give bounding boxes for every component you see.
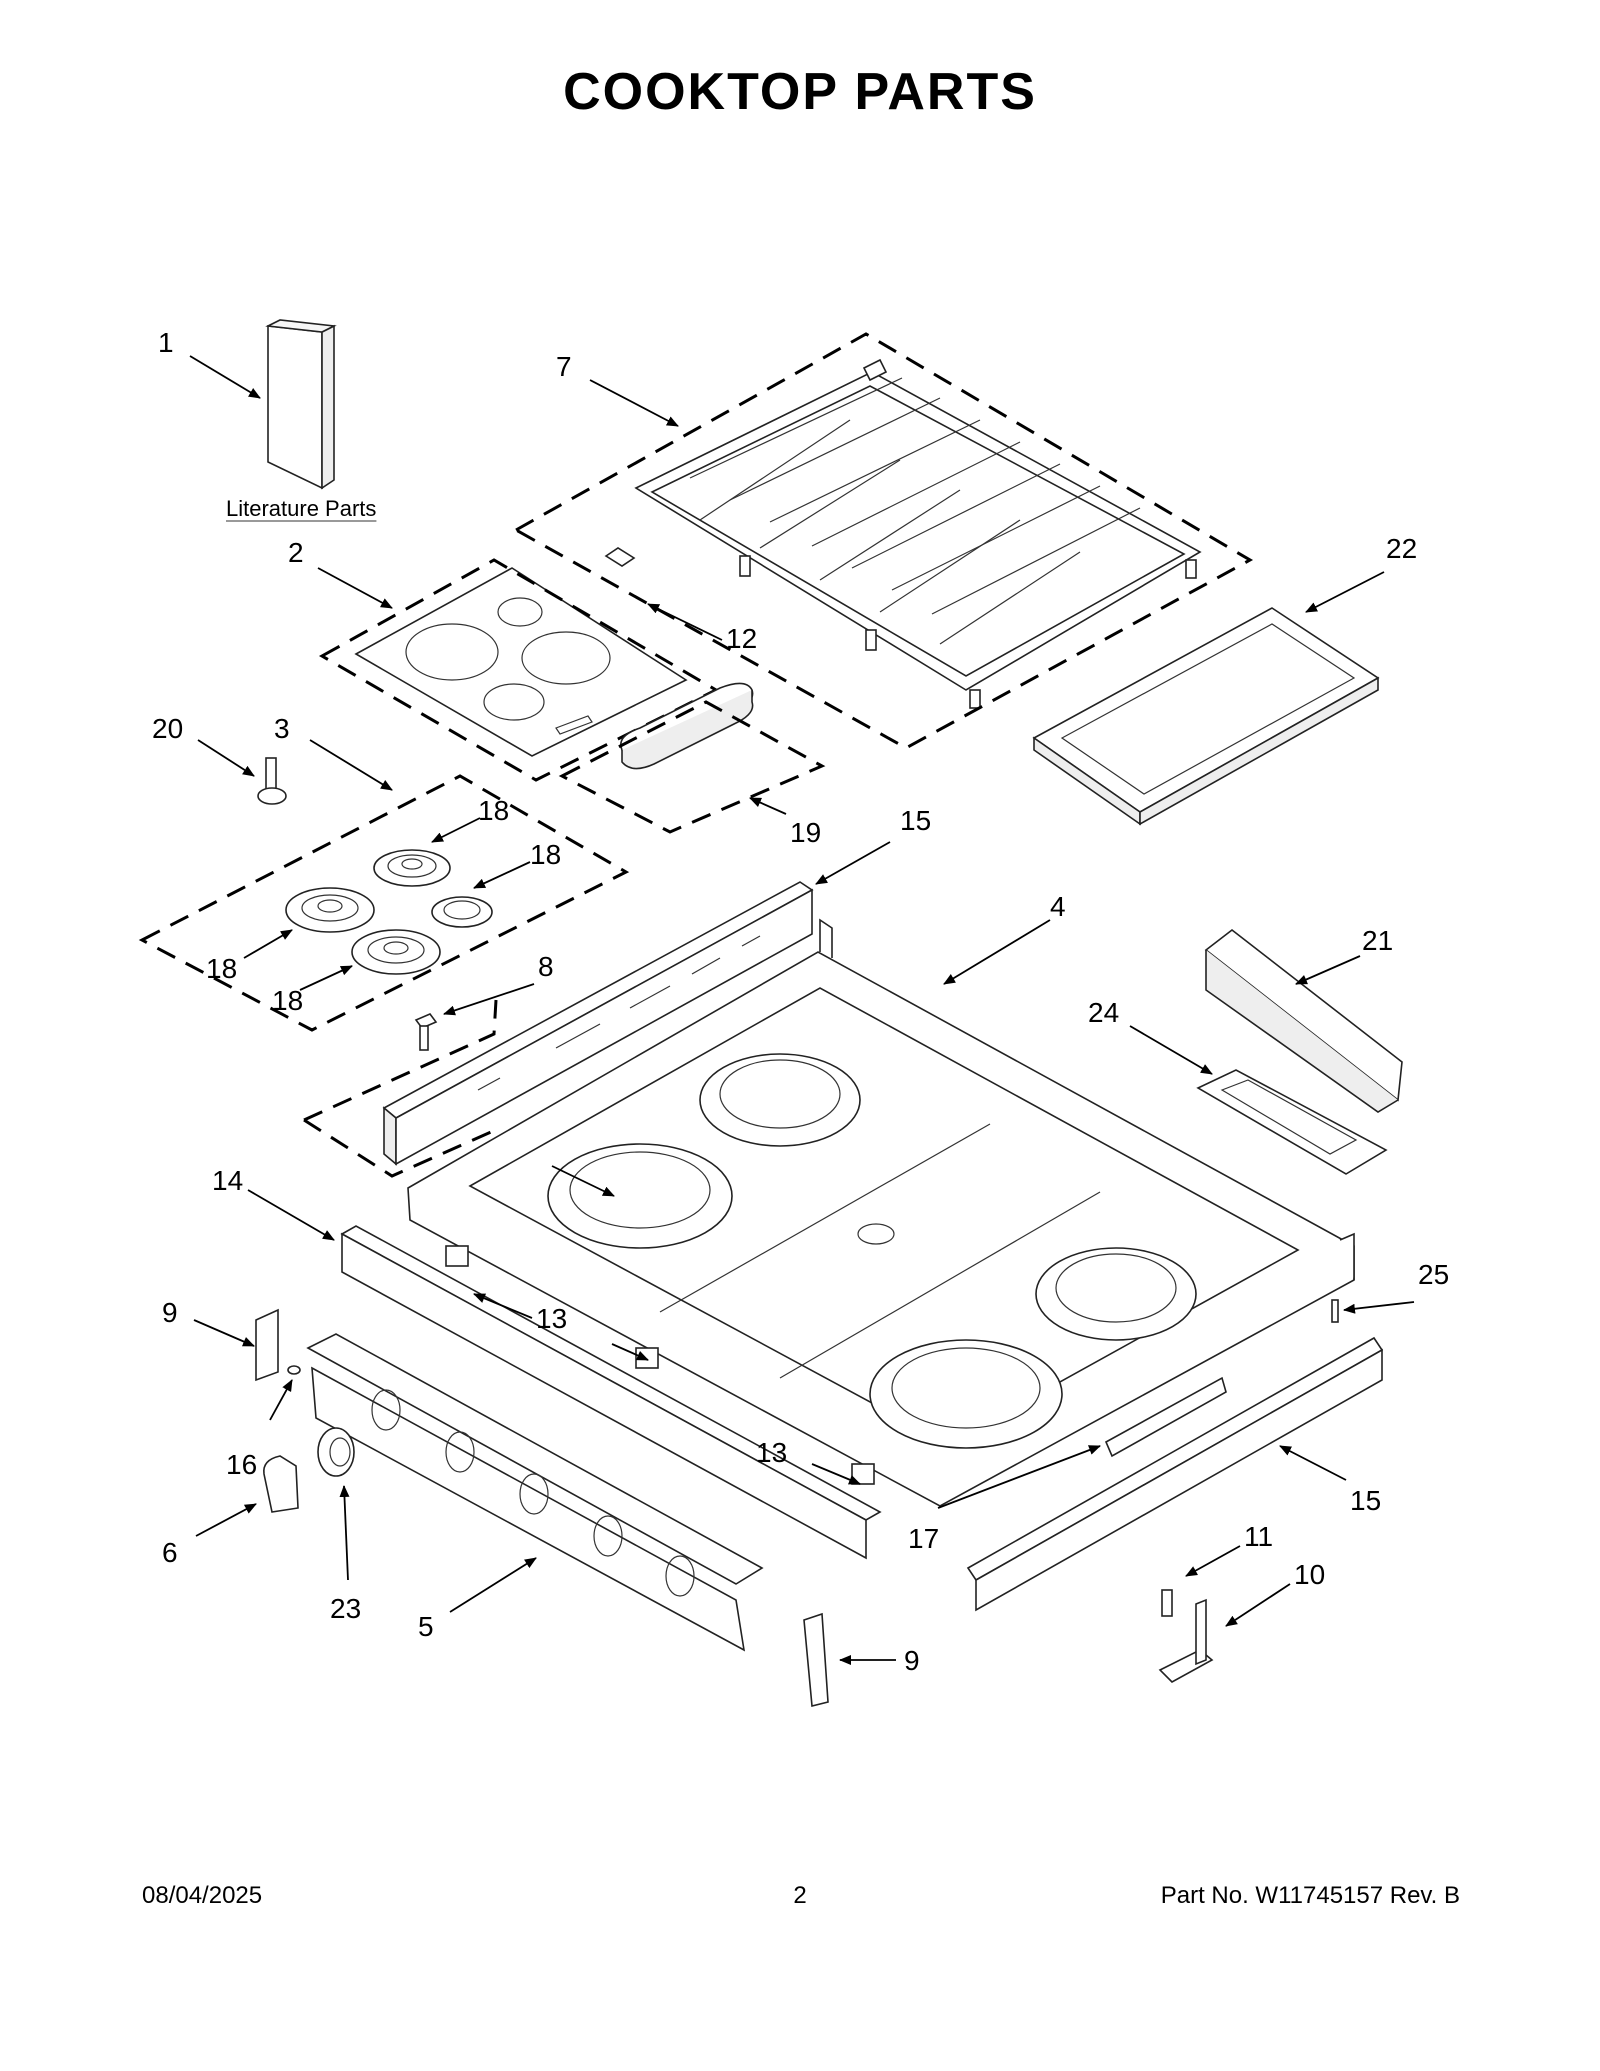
part-griddle-tray	[1196, 1069, 1388, 1175]
part-knob	[263, 1455, 299, 1513]
part-screw-11	[1161, 1589, 1173, 1617]
dash-group-3	[138, 774, 630, 1032]
part-literature-booklet	[265, 319, 337, 490]
part-clip-9a	[255, 1308, 279, 1382]
page-title: COOKTOP PARTS	[563, 63, 1037, 121]
callout-11: 11	[1244, 1521, 1273, 1552]
part-bracket-10	[1158, 1598, 1214, 1683]
part-side-trim-right	[966, 1336, 1384, 1612]
callout-23: 23	[330, 1593, 361, 1624]
part-screw-25	[1331, 1299, 1339, 1323]
callout-9b: 9	[904, 1645, 920, 1676]
callout-18d: 18	[272, 985, 303, 1016]
part-clip-9b	[803, 1612, 829, 1708]
dash-group-15	[303, 999, 501, 1178]
callout-9a: 9	[162, 1297, 178, 1328]
part-cooktop-glass	[354, 567, 688, 757]
callout-20: 20	[152, 713, 183, 744]
callout-14: 14	[212, 1165, 243, 1196]
part-rail	[1104, 1376, 1227, 1458]
callout-13b: 13	[756, 1437, 787, 1468]
part-griddle	[1032, 607, 1380, 826]
callout-labels: 1 7 2 12 22 20 3 19 15 18 18 18 18 8 4 2…	[152, 327, 1449, 1676]
callout-18b: 18	[530, 839, 561, 870]
leader-lines	[189, 355, 1415, 1665]
callout-18c: 18	[206, 953, 237, 984]
callout-16: 16	[226, 1449, 257, 1480]
callout-19: 19	[790, 817, 821, 848]
dash-group-19	[558, 700, 826, 834]
callout-17: 17	[908, 1523, 939, 1554]
callout-15a: 15	[900, 805, 931, 836]
part-control-panel	[306, 1333, 764, 1652]
callout-3: 3	[274, 713, 290, 744]
callout-15b: 15	[1350, 1485, 1381, 1516]
callout-10: 10	[1294, 1559, 1325, 1590]
callout-8: 8	[538, 951, 554, 982]
part-bezel	[317, 1427, 355, 1477]
callout-4: 4	[1050, 891, 1066, 922]
callout-24: 24	[1088, 997, 1119, 1028]
part-cooktop-pan	[407, 918, 1355, 1507]
callout-18a: 18	[478, 795, 509, 826]
part-screw-16	[287, 1365, 301, 1375]
callout-2: 2	[288, 537, 304, 568]
callout-5: 5	[418, 1611, 434, 1642]
callout-7: 7	[556, 351, 572, 382]
part-burners	[285, 849, 493, 975]
part-griddle-cover	[1204, 928, 1403, 1113]
footer-date: 08/04/2025	[142, 1882, 263, 1909]
part-valve-stem	[257, 757, 287, 805]
callout-22: 22	[1386, 533, 1417, 564]
part-grates	[604, 358, 1202, 709]
footer-page-number: 2	[793, 1882, 807, 1909]
callout-13a: 13	[536, 1303, 567, 1334]
callout-21: 21	[1362, 925, 1393, 956]
part-screw-8	[414, 1013, 438, 1051]
callout-1: 1	[158, 327, 174, 358]
part-side-trim-left	[382, 881, 814, 1166]
callout-6: 6	[162, 1537, 178, 1568]
callout-12: 12	[726, 623, 757, 654]
dash-group-7	[512, 332, 1254, 750]
footer-part-number: Part No. W11745157 Rev. B	[1160, 1882, 1460, 1909]
callout-25: 25	[1418, 1259, 1449, 1290]
literature-parts-label: Literature Parts	[226, 496, 377, 521]
